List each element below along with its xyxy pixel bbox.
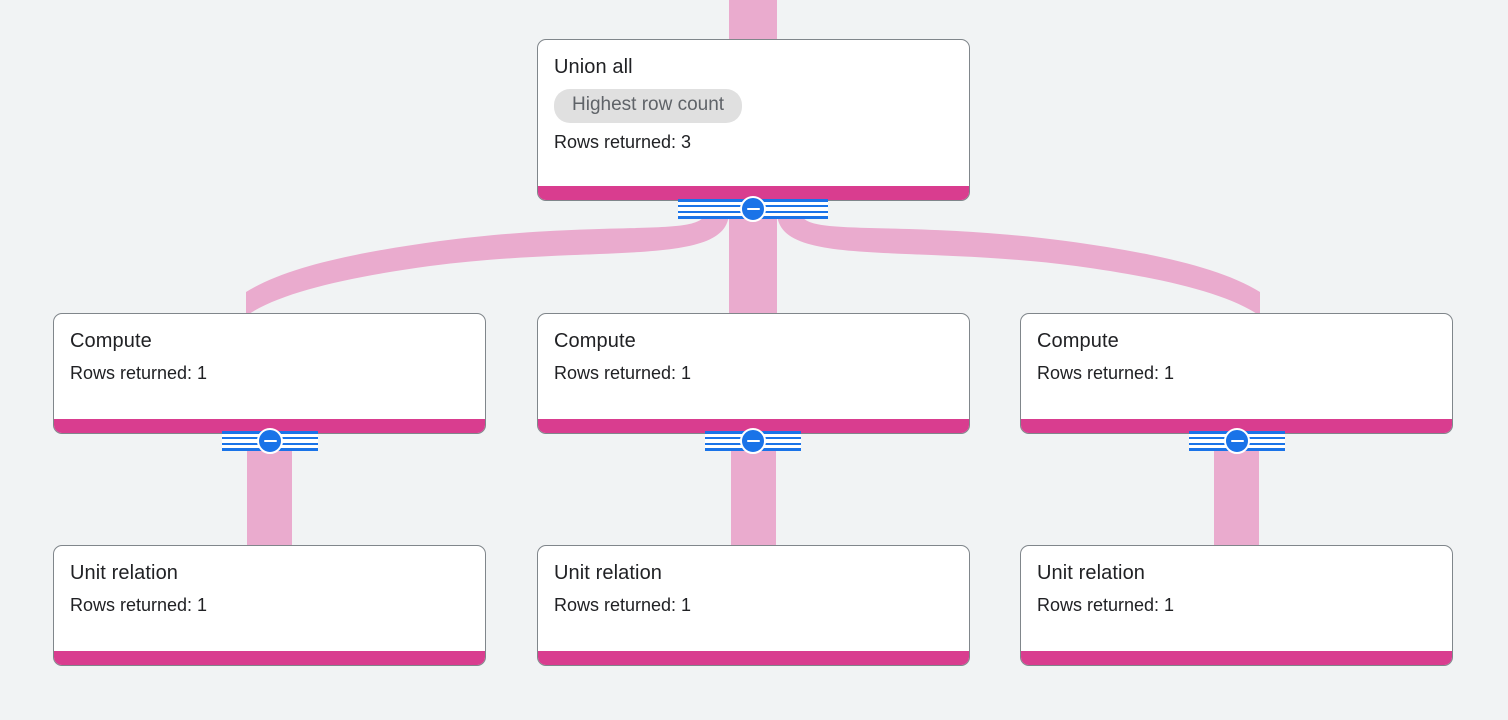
rows-returned-label: Rows returned: 1 <box>70 595 208 615</box>
node-title: Compute <box>554 330 636 352</box>
rows-returned-label: Rows returned: 1 <box>554 363 692 383</box>
collapse-handle-compute-center[interactable] <box>705 428 801 454</box>
collapse-handle-compute-right[interactable] <box>1189 428 1285 454</box>
node-body: Compute Rows returned: 1 <box>54 314 485 419</box>
minus-circle-icon[interactable] <box>740 196 766 222</box>
edge-union-to-compute-center <box>729 210 777 318</box>
node-body: Unit relation Rows returned: 1 <box>1021 546 1452 651</box>
edge-compute-to-unit-right <box>1214 441 1259 550</box>
collapse-handle-compute-left[interactable] <box>222 428 318 454</box>
node-accent-bar <box>1021 651 1452 665</box>
node-accent-bar <box>538 651 969 665</box>
minus-glyph <box>263 439 277 443</box>
rows-returned-label: Rows returned: 3 <box>554 132 692 152</box>
rows-returned-label: Rows returned: 1 <box>554 595 692 615</box>
minus-circle-icon[interactable] <box>1224 428 1250 454</box>
node-title: Union all <box>554 56 633 78</box>
edge-compute-to-unit-left <box>247 441 292 550</box>
collapse-handle-union-all[interactable] <box>678 196 828 222</box>
node-body: Unit relation Rows returned: 1 <box>54 546 485 651</box>
node-union-all[interactable]: Union all Highest row count Rows returne… <box>537 39 970 201</box>
node-unit-relation-right[interactable]: Unit relation Rows returned: 1 <box>1020 545 1453 666</box>
node-title: Unit relation <box>1037 562 1146 584</box>
node-unit-relation-center[interactable]: Unit relation Rows returned: 1 <box>537 545 970 666</box>
node-compute-left[interactable]: Compute Rows returned: 1 <box>53 313 486 434</box>
minus-glyph <box>1230 439 1244 443</box>
node-body: Compute Rows returned: 1 <box>538 314 969 419</box>
node-title: Unit relation <box>70 562 179 584</box>
node-title: Compute <box>70 330 152 352</box>
node-title: Unit relation <box>554 562 663 584</box>
node-title: Compute <box>1037 330 1119 352</box>
node-compute-right[interactable]: Compute Rows returned: 1 <box>1020 313 1453 434</box>
node-accent-bar <box>538 419 969 433</box>
node-accent-bar <box>1021 419 1452 433</box>
minus-circle-icon[interactable] <box>740 428 766 454</box>
minus-glyph <box>746 207 760 211</box>
edge-inflow-union-all <box>729 0 777 40</box>
minus-glyph <box>746 439 760 443</box>
node-accent-bar <box>54 419 485 433</box>
node-unit-relation-left[interactable]: Unit relation Rows returned: 1 <box>53 545 486 666</box>
node-accent-bar <box>538 186 969 200</box>
node-body: Unit relation Rows returned: 1 <box>538 546 969 651</box>
node-body: Union all Highest row count Rows returne… <box>538 40 969 186</box>
node-compute-center[interactable]: Compute Rows returned: 1 <box>537 313 970 434</box>
edge-union-to-compute-left <box>246 212 729 316</box>
node-accent-bar <box>54 651 485 665</box>
status-badge: Highest row count <box>554 89 743 123</box>
rows-returned-label: Rows returned: 1 <box>1037 363 1175 383</box>
edge-compute-to-unit-center <box>731 441 776 550</box>
node-body: Compute Rows returned: 1 <box>1021 314 1452 419</box>
rows-returned-label: Rows returned: 1 <box>70 363 208 383</box>
rows-returned-label: Rows returned: 1 <box>1037 595 1175 615</box>
edge-union-to-compute-right <box>777 212 1260 316</box>
minus-circle-icon[interactable] <box>257 428 283 454</box>
